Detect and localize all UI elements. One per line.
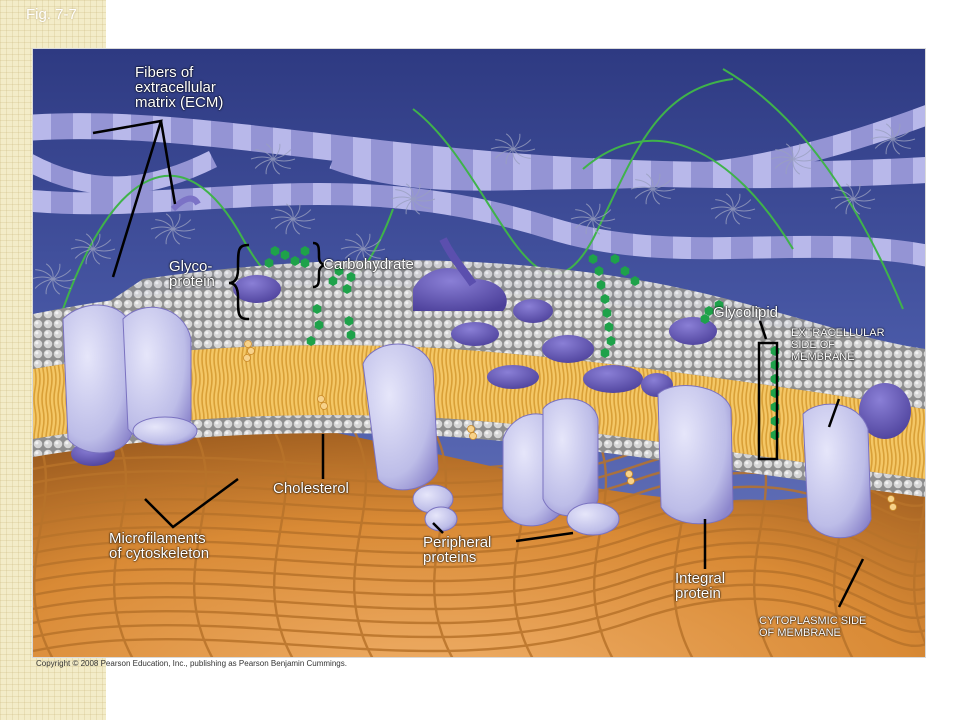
- label-cytoplasmic-side: CYTOPLASMIC SIDE OF MEMBRANE: [759, 615, 867, 639]
- leader-lines: [92, 119, 865, 608]
- glycolipid-box: [757, 341, 779, 461]
- label-peripheral-proteins: Peripheral proteins: [423, 534, 492, 566]
- glycoprotein-brace: [228, 243, 250, 321]
- peripheral-leader-left: [432, 522, 444, 534]
- extracellular-leader: [827, 398, 841, 428]
- ecm-proteoglycan-tufts: [33, 123, 916, 295]
- peripheral-leader-right: [515, 531, 574, 543]
- label-ecm: Fibers of extracellular matrix (ECM): [135, 64, 224, 111]
- integral-proteins: [62, 304, 872, 539]
- ecm-fibers: [33, 105, 925, 267]
- membrane-illustration: [33, 49, 925, 657]
- cytoplasmic-leader: [837, 558, 865, 608]
- membrane-diagram: Fibers of extracellular matrix (ECM) Gly…: [32, 48, 926, 658]
- copyright-notice: Copyright © 2008 Pearson Education, Inc.…: [36, 659, 347, 668]
- microfilament-leader: [144, 477, 239, 529]
- label-integral-protein: Integral protein: [675, 570, 726, 602]
- label-extracellular-side: EXTRACELLULAR SIDE OF MEMBRANE: [791, 327, 885, 363]
- label-glycolipid: Glycolipid: [713, 304, 779, 321]
- carbohydrate-brace: [312, 241, 327, 289]
- figure-label: Fig. 7-7: [26, 6, 77, 23]
- inner-leaflet-heads: [33, 415, 925, 497]
- surface-proteins: [71, 195, 911, 466]
- label-glycoprotein: Glyco- protein: [169, 258, 215, 290]
- label-cholesterol: Cholesterol: [273, 480, 349, 497]
- ecm-leader-right: [159, 120, 177, 205]
- label-microfilaments: Microfilaments of cytoskeleton: [109, 530, 210, 562]
- label-carbohydrate: Carbohydrate: [323, 256, 414, 273]
- glycolipid-leader: [758, 320, 768, 340]
- cholesterol-molecules: [243, 340, 897, 511]
